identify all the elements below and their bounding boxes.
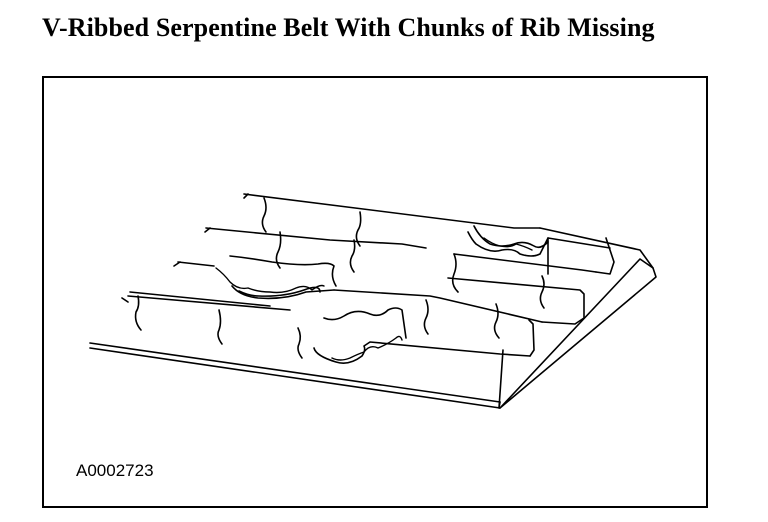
belt-backing — [89, 258, 657, 409]
figure-title: V-Ribbed Serpentine Belt With Chunks of … — [42, 13, 655, 42]
rib-back — [243, 193, 654, 275]
figure-id-label: A0002723 — [76, 461, 154, 480]
damaged-serpentine-belt-illustration — [89, 193, 657, 409]
torn-rib-edges — [215, 237, 533, 361]
rib-third — [204, 227, 615, 309]
rib-second — [173, 261, 585, 339]
illustration-frame: A0002723 — [42, 76, 708, 508]
rib-front — [121, 291, 535, 364]
